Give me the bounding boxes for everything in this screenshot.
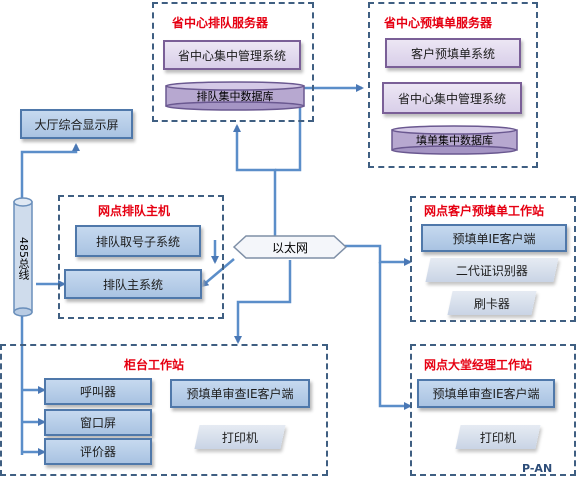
customer-prefill-system-box: 客户预填单系统 — [385, 38, 521, 68]
branch-manager-ws-title: 网点大堂经理工作站 — [424, 358, 533, 372]
province-prefill-server-group — [368, 2, 538, 168]
prefill-review-client-counter-box: 预填单审查IE客户端 — [170, 379, 310, 408]
brand-logo: P-AN — [522, 462, 553, 475]
branch-queue-host-title: 网点排队主机 — [98, 204, 171, 218]
queue-ticket-system-box: 排队取号子系统 — [75, 225, 201, 257]
branch-queue-host-group — [58, 195, 224, 319]
queue-central-db-label: 排队集中数据库 — [196, 90, 274, 103]
link-ethernet-to-customer-ws — [345, 244, 412, 266]
link-ethernet-to-prefill-server — [275, 84, 364, 172]
ethernet-label: 以太网 — [271, 240, 308, 255]
id-card-reader-box: 二代证识别器 — [425, 258, 559, 282]
prefill-db-cylinder — [391, 125, 518, 155]
queue-main-system-box: 排队主系统 — [64, 269, 202, 299]
printer-counter-label: 打印机 — [221, 430, 258, 445]
link-ethernet-to-manager-ws — [378, 262, 412, 410]
ethernet-arrow-shape — [232, 235, 348, 259]
counter-ws-title: 柜台工作站 — [124, 358, 185, 372]
window-screen-box: 窗口屏 — [44, 409, 152, 436]
branch-customer-prefill-ws-group — [410, 196, 576, 322]
counter-ws-group — [0, 344, 328, 476]
link-ethernet-to-counter — [234, 260, 292, 344]
link-bus-to-display — [20, 143, 80, 202]
prefill-ie-client-box: 预填单IE客户端 — [421, 224, 567, 252]
prefill-review-client-manager-box: 预填单审查IE客户端 — [417, 379, 555, 408]
province-prefill-server-title: 省中心预填单服务器 — [384, 16, 493, 30]
branch-customer-prefill-ws-title: 网点客户预填单工作站 — [424, 204, 545, 218]
bus-485-cylinder — [13, 197, 33, 317]
card-reader-label: 刷卡器 — [473, 296, 510, 311]
link-ethernet-to-queue-server — [233, 124, 277, 238]
card-reader-box: 刷卡器 — [447, 291, 537, 315]
bus-485-label: 485总线 — [17, 236, 30, 280]
hall-display-box: 大厅综合显示屏 — [20, 109, 133, 139]
caller-box: 呼叫器 — [44, 378, 152, 405]
printer-manager-box: 打印机 — [455, 425, 541, 449]
province-queue-server-group — [152, 2, 314, 122]
queue-db-cylinder — [165, 81, 305, 111]
evaluator-box: 评价器 — [44, 438, 152, 465]
id-card-reader-label: 二代证识别器 — [455, 263, 528, 278]
prefill-central-db-label: 填单集中数据库 — [416, 134, 493, 147]
printer-manager-label: 打印机 — [479, 430, 516, 445]
province-central-mgmt-box-2: 省中心集中管理系统 — [382, 82, 522, 114]
link-ethernet-to-queue-main — [200, 258, 235, 288]
province-central-mgmt-box-1: 省中心集中管理系统 — [163, 40, 301, 70]
printer-counter-box: 打印机 — [194, 425, 286, 449]
province-queue-server-title: 省中心排队服务器 — [172, 16, 269, 30]
branch-manager-ws-group — [410, 344, 576, 476]
